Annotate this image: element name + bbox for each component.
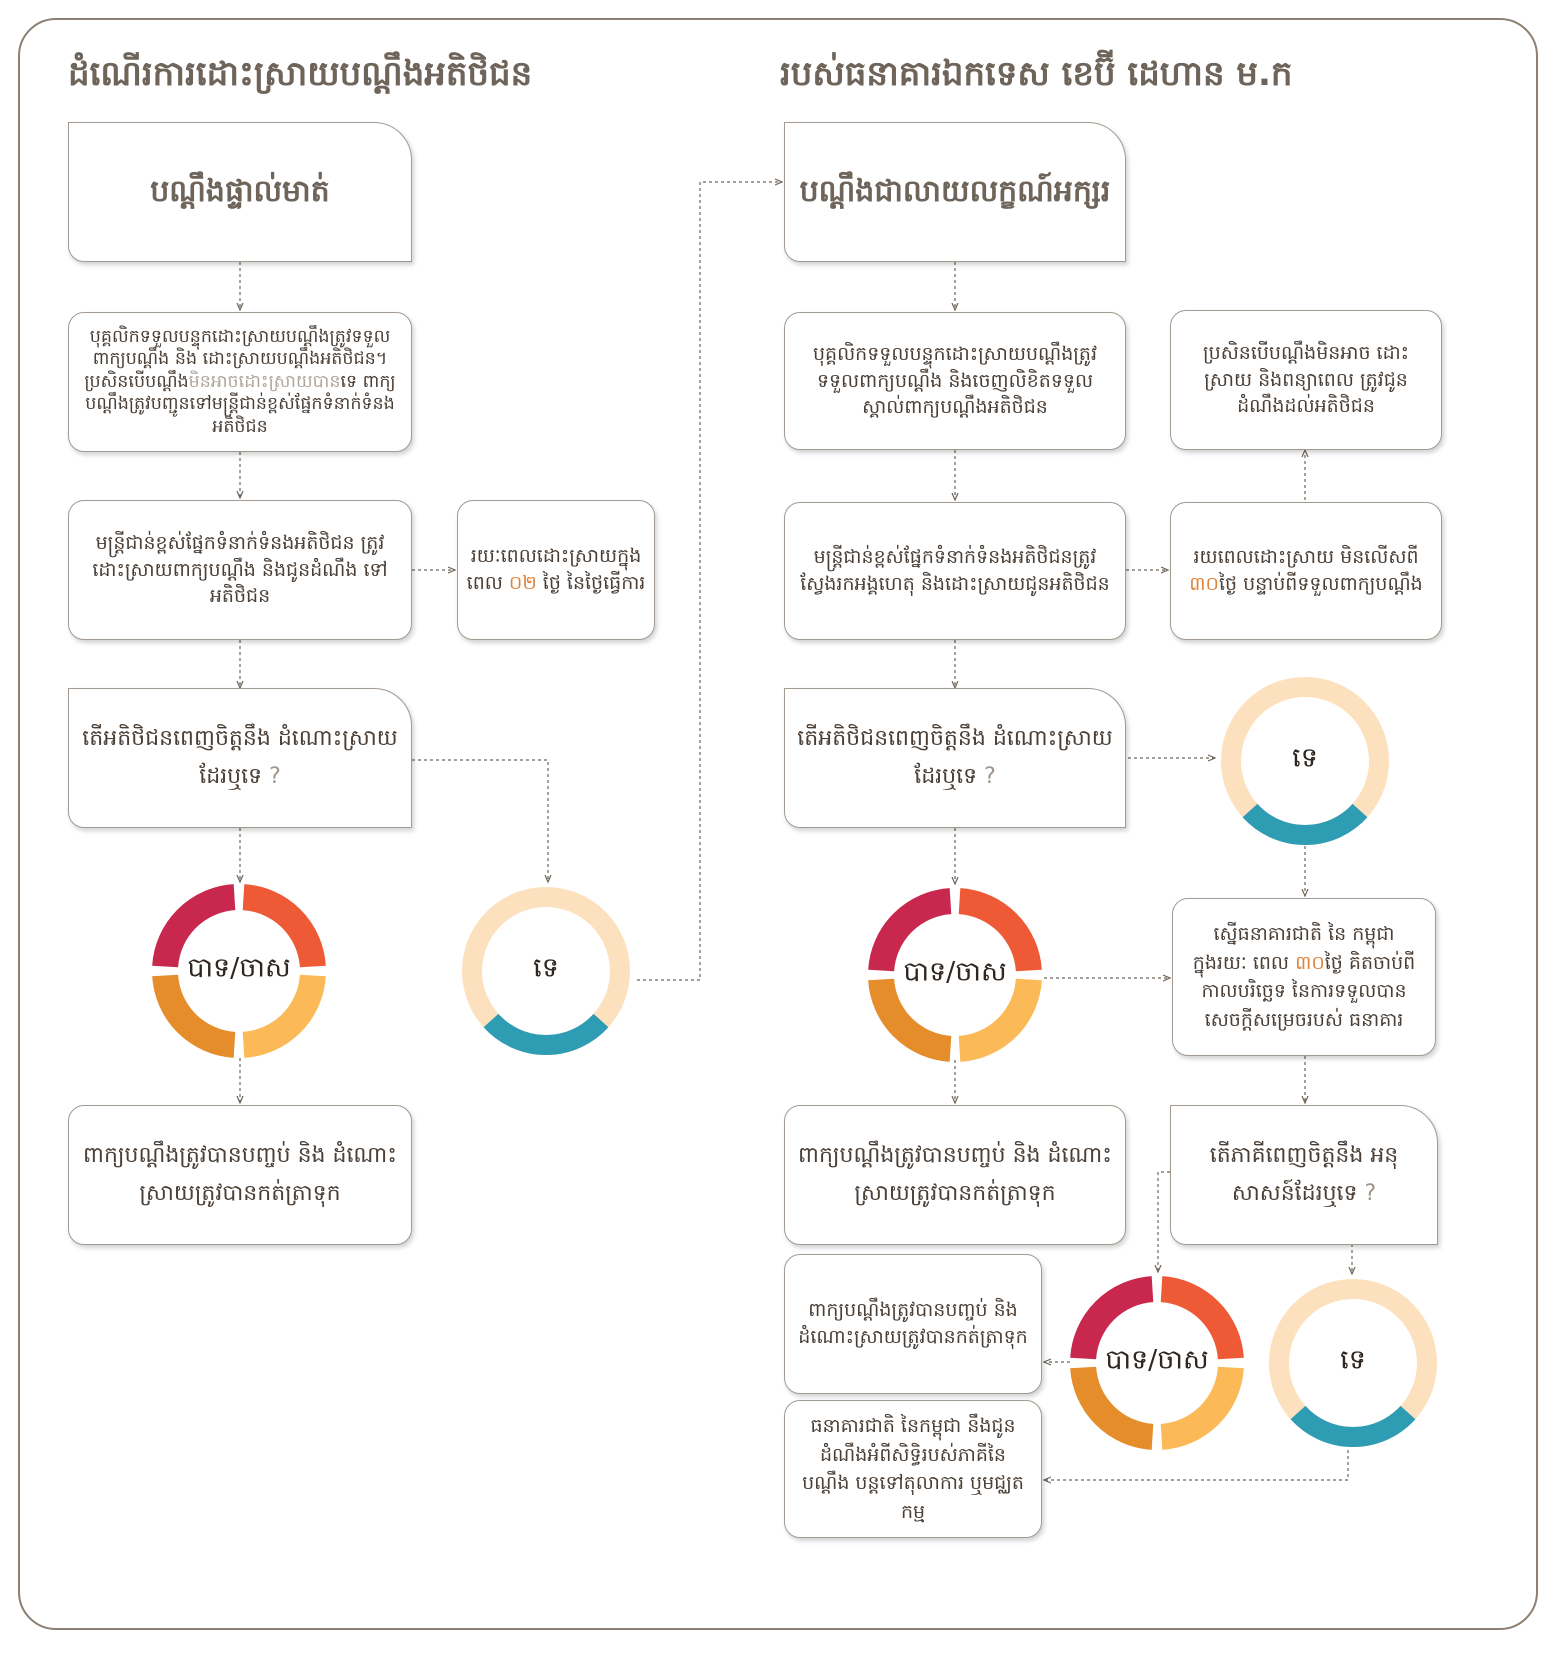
- left-yes-ring: [152, 884, 326, 1058]
- left-no-donut: [457, 882, 635, 1060]
- right-result-box: ពាក្យបណ្តឹងត្រូវបានបញ្ចប់ និង ដំណោះស្រាយ…: [784, 1105, 1126, 1245]
- party-yes-ring: [1070, 1276, 1244, 1450]
- no-ring-arc: [483, 1013, 609, 1055]
- party-no-label: ទេ: [1340, 1344, 1366, 1376]
- right-step1-text: បុគ្គលិកទទួលបន្ទុកដោះស្រាយបណ្តឹងត្រូវ ទទ…: [812, 342, 1098, 419]
- party-no-donut: [1264, 1274, 1442, 1452]
- left-no-ring: [462, 887, 630, 1055]
- right-side-top-text: ប្រសិនបើបណ្តឹងមិនអាច ដោះស្រាយ និងពន្យាពេ…: [1202, 341, 1410, 418]
- right-question-mark: ?: [984, 764, 996, 789]
- court-arbitration-text: ធនាគារជាតិ នៃកម្ពុជា នឹងជូន ដំណឹងអំពីសិទ…: [802, 1415, 1024, 1523]
- oral-complaint-title: បណ្តឹងផ្ទាល់មាត់: [150, 173, 330, 209]
- left-step1-post: ទេ ពាក្យបណ្តឹងត្រូវបញ្ជូនទៅមន្ត្រីជាន់ខ្…: [85, 371, 396, 437]
- left-result-text: ពាក្យបណ្តឹងត្រូវបានបញ្ចប់ និង ដំណោះស្រាយ…: [83, 1142, 397, 1207]
- party-question-mark: ?: [1364, 1181, 1377, 1206]
- party-no-ring: [1269, 1279, 1437, 1447]
- yes-ring-segment: [1160, 1366, 1244, 1450]
- yes-ring-segment: [958, 888, 1042, 972]
- party-yes-label: បាទ/ចាស: [1105, 1344, 1209, 1376]
- left-result-box: ពាក្យបណ្តឹងត្រូវបានបញ្ចប់ និង ដំណោះស្រាយ…: [68, 1105, 412, 1245]
- left-question-box: តើអតិថិជនពេញចិត្តនឹង ដំណោះស្រាយដែរឬទេ ?: [68, 688, 412, 828]
- left-question-mark: ?: [269, 764, 281, 789]
- left-yes-donut: [150, 882, 328, 1060]
- no-ring-arc: [1242, 803, 1368, 845]
- left-side-box: រយៈពេលដោះស្រាយក្នុង ពេល ០២ ថ្ងៃ នៃថ្ងៃធ្…: [457, 500, 655, 640]
- yes-ring-segment: [868, 888, 952, 972]
- left-side-days: ០២: [508, 572, 537, 594]
- right-step1-box: បុគ្គលិកទទួលបន្ទុកដោះស្រាយបណ្តឹងត្រូវ ទទ…: [784, 312, 1126, 450]
- yes-ring-segment: [958, 978, 1042, 1062]
- outer-frame: [18, 18, 1538, 1630]
- yes-ring-segment: [242, 884, 326, 968]
- link-r-no2-court: [1044, 1450, 1349, 1480]
- right-side-mid-post: ថ្ងៃ បន្ទាប់ពីទទួលពាក្យបណ្តឹង: [1218, 573, 1423, 595]
- left-step1-text: បុគ្គលិកទទួលបន្ទុកដោះស្រាយបណ្តឹងត្រូវទទួ…: [79, 326, 401, 438]
- nbc-request-text: ស្នើធនាគារជាតិ នៃ កម្ពុជា ក្នុងរយៈ ពេល ៣…: [1185, 920, 1423, 1034]
- right-side-mid-days: ៣០: [1189, 573, 1219, 595]
- yes-ring-segment: [152, 884, 236, 968]
- party-question-text: តើភាគីពេញចិត្តនឹង អនុសាសន៍ដែរឬទេ ?: [1183, 1137, 1425, 1214]
- yes-ring-segment: [1160, 1276, 1244, 1360]
- right-side-mid-box: រយពេលដោះស្រាយ មិនលើសពី ៣០ថ្ងៃ បន្ទាប់ពីទ…: [1170, 502, 1442, 640]
- no-ring-arc: [1290, 1405, 1416, 1447]
- right-side-mid-text: រយពេលដោះស្រាយ មិនលើសពី ៣០ថ្ងៃ បន្ទាប់ពីទ…: [1183, 544, 1429, 598]
- yes-ring-segment: [868, 978, 952, 1062]
- written-complaint-header: បណ្តឹងជាលាយលក្ខណ៍អក្សរ: [784, 122, 1126, 262]
- right-step2-box: មន្ត្រីជាន់ខ្ពស់ផ្នែកទំនាក់ទំនងអតិថិជនត្…: [784, 502, 1126, 640]
- link-l-no-right: [637, 182, 782, 981]
- left-step1-pre: បុគ្គលិកទទួលបន្ទុកដោះស្រាយបណ្តឹងត្រូវទទួ…: [84, 327, 391, 392]
- yes-ring-segment: [1070, 1366, 1154, 1450]
- left-step2-box: មន្ត្រីជាន់ខ្ពស់ផ្នែកទំនាក់ទំនងអតិថិជន ត…: [68, 500, 412, 640]
- left-side-text: រយៈពេលដោះស្រាយក្នុង ពេល ០២ ថ្ងៃ នៃថ្ងៃធ្…: [466, 543, 646, 597]
- right-question-text: តើអតិថិជនពេញចិត្តនឹង ដំណោះស្រាយដែរឬទេ ?: [797, 720, 1113, 797]
- title-left: ដំណើរការដោះស្រាយបណ្តឹងអតិថិជន: [68, 54, 533, 94]
- yes-ring-segment: [1070, 1276, 1154, 1360]
- left-no-label: ទេ: [533, 952, 559, 984]
- left-step1-box: បុគ្គលិកទទួលបន្ទុកដោះស្រាយបណ្តឹងត្រូវទទួ…: [68, 312, 412, 452]
- left-side-pre: រយៈពេលដោះស្រាយក្នុង ពេល: [466, 545, 642, 594]
- court-arbitration-box: ធនាគារជាតិ នៃកម្ពុជា នឹងជូន ដំណឹងអំពីសិទ…: [784, 1400, 1042, 1538]
- right-no-ring: [1221, 677, 1389, 845]
- right-no-label: ទេ: [1292, 742, 1318, 774]
- right-question-label: តើអតិថិជនពេញចិត្តនឹង ដំណោះស្រាយដែរឬទេ: [797, 725, 1113, 790]
- right-yes-ring: [868, 888, 1042, 1062]
- left-step2-text: មន្ត្រីជាន់ខ្ពស់ផ្នែកទំនាក់ទំនងអតិថិជន ត…: [92, 531, 388, 608]
- written-complaint-title: បណ្តឹងជាលាយលក្ខណ៍អក្សរ: [799, 173, 1111, 209]
- link-r-q2-yes2: [1158, 1171, 1170, 1272]
- nbc-request-days: ៣០: [1295, 951, 1325, 974]
- right-yes-donut: [866, 886, 1044, 1064]
- oral-complaint-header: បណ្តឹងផ្ទាល់មាត់: [68, 122, 412, 262]
- right-step2-text: មន្ត្រីជាន់ខ្ពស់ផ្នែកទំនាក់ទំនងអតិថិជនត្…: [800, 546, 1110, 595]
- left-step1-highlight: មិនអាចដោះស្រាយបាន: [188, 371, 341, 392]
- party-question-box: តើភាគីពេញចិត្តនឹង អនុសាសន៍ដែរឬទេ ?: [1170, 1105, 1438, 1245]
- right-result-text: ពាក្យបណ្តឹងត្រូវបានបញ្ចប់ និង ដំណោះស្រាយ…: [798, 1142, 1112, 1207]
- yes-ring-segment: [242, 974, 326, 1058]
- yes-ring-segment: [152, 974, 236, 1058]
- party-yes-donut: [1068, 1274, 1246, 1452]
- right-result2-box: ពាក្យបណ្តឹងត្រូវបានបញ្ចប់ និង ដំណោះស្រាយ…: [784, 1254, 1042, 1394]
- link-l-q-no: [412, 759, 548, 882]
- left-question-label: តើអតិថិជនពេញចិត្តនឹង ដំណោះស្រាយដែរឬទេ: [82, 725, 398, 790]
- left-yes-label: បាទ/ចាស: [187, 952, 291, 984]
- right-side-top-box: ប្រសិនបើបណ្តឹងមិនអាច ដោះស្រាយ និងពន្យាពេ…: [1170, 310, 1442, 450]
- right-result2-text: ពាក្យបណ្តឹងត្រូវបានបញ្ចប់ និង ដំណោះស្រាយ…: [798, 1299, 1028, 1348]
- nbc-request-box: ស្នើធនាគារជាតិ នៃ កម្ពុជា ក្នុងរយៈ ពេល ៣…: [1172, 898, 1436, 1056]
- left-question-text: តើអតិថិជនពេញចិត្តនឹង ដំណោះស្រាយដែរឬទេ ?: [81, 720, 399, 797]
- right-yes-label: បាទ/ចាស: [903, 956, 1007, 988]
- left-side-post: ថ្ងៃ នៃថ្ងៃធ្វើការ: [536, 572, 646, 594]
- right-question-box: តើអតិថិជនពេញចិត្តនឹង ដំណោះស្រាយដែរឬទេ ?: [784, 688, 1126, 828]
- nbc-request-pre: ស្នើធនាគារជាតិ នៃ កម្ពុជា ក្នុងរយៈ ពេល: [1192, 923, 1395, 974]
- right-side-mid-pre: រយពេលដោះស្រាយ មិនលើសពី: [1193, 546, 1419, 569]
- right-no-donut: [1216, 672, 1394, 850]
- party-question-label: តើភាគីពេញចិត្តនឹង អនុសាសន៍ដែរឬទេ: [1209, 1142, 1399, 1207]
- nbc-request-post: ថ្ងៃ គិតចាប់ពីកាលបរិច្ឆេទ នៃការទទួលបានសេ…: [1201, 951, 1416, 1031]
- title-right: របស់ធនាគារឯកទេស ខេប៊ី ដេហាន ម.ក: [780, 54, 1293, 94]
